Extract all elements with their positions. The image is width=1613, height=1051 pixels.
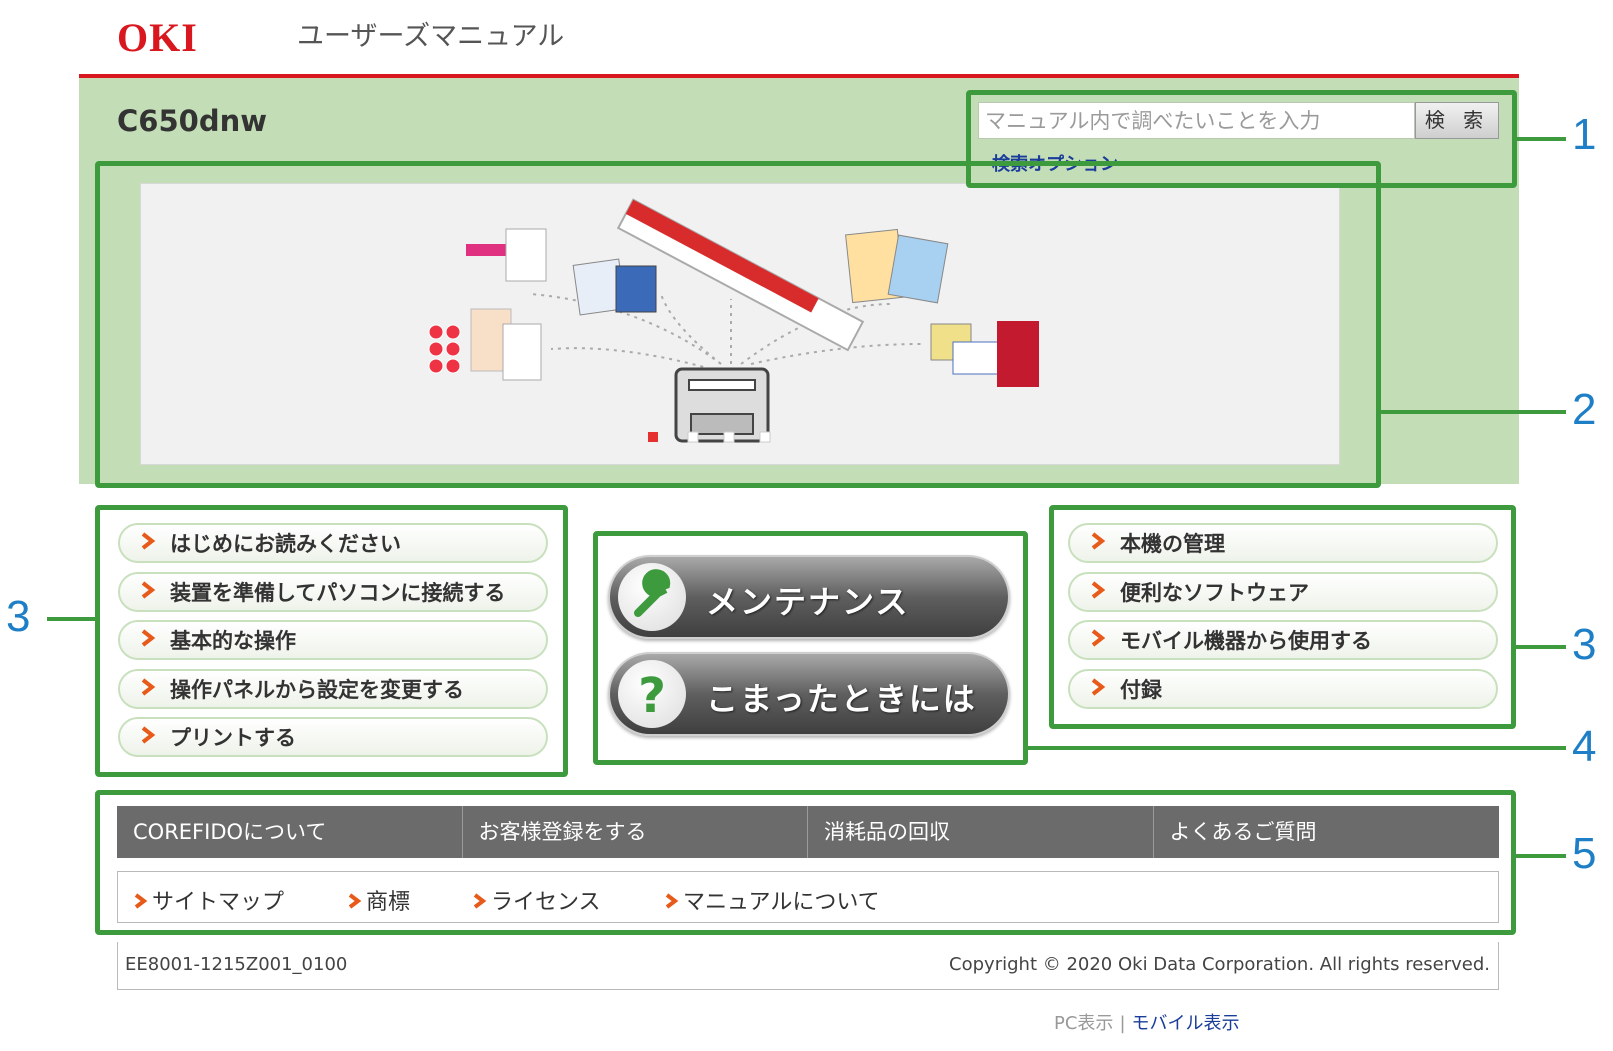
view-separator: | bbox=[1119, 1013, 1126, 1034]
search-input[interactable] bbox=[979, 103, 1414, 138]
model-name: C650dnw bbox=[117, 104, 268, 138]
callout-leader bbox=[1516, 645, 1566, 649]
carousel-dot bbox=[723, 431, 735, 443]
callout-number: 5 bbox=[1572, 829, 1597, 878]
menu-item-device-management[interactable]: 本機の管理 bbox=[1068, 523, 1498, 563]
menu-item-mobile[interactable]: モバイル機器から使用する bbox=[1068, 620, 1498, 660]
footer-nav-main: COREFIDOについて お客様登録をする 消耗品の回収 よくあるご質問 bbox=[117, 806, 1499, 858]
carousel-dot bbox=[759, 431, 771, 443]
search-options-link[interactable]: 検索オプション bbox=[992, 154, 1118, 175]
chevron-right-icon bbox=[1090, 628, 1112, 652]
pc-view-label: PC表示 bbox=[1054, 1013, 1114, 1034]
nav-link-license[interactable]: ライセンス bbox=[473, 884, 601, 916]
question-icon: ? bbox=[618, 660, 686, 728]
chevron-right-icon bbox=[1090, 531, 1112, 555]
callout-leader bbox=[1516, 854, 1566, 858]
printer-icon bbox=[674, 367, 770, 443]
copyright: Copyright © 2020 Oki Data Corporation. A… bbox=[949, 954, 1490, 975]
nav-link-label: 商標 bbox=[366, 890, 411, 915]
menu-item-label: 付録 bbox=[1120, 678, 1162, 702]
maintenance-button[interactable]: メンテナンス bbox=[608, 555, 1010, 639]
site-title: ユーザーズマニュアル bbox=[297, 21, 565, 52]
callout-leader bbox=[1381, 410, 1566, 414]
callout-leader bbox=[47, 617, 95, 621]
chevron-right-icon bbox=[140, 531, 162, 555]
callout-number: 1 bbox=[1572, 110, 1597, 159]
chevron-right-icon bbox=[140, 580, 162, 604]
chevron-right-icon bbox=[665, 890, 681, 915]
menu-item-label: プリントする bbox=[170, 726, 296, 750]
chevron-right-icon bbox=[140, 677, 162, 701]
menu-item-getting-started[interactable]: はじめにお読みください bbox=[118, 523, 548, 563]
menu-item-label: モバイル機器から使用する bbox=[1120, 629, 1372, 653]
menu-item-appendix[interactable]: 付録 bbox=[1068, 669, 1498, 709]
nav-link-corefido[interactable]: COREFIDOについて bbox=[117, 806, 463, 858]
carousel-dot-active bbox=[648, 432, 658, 442]
chevron-right-icon bbox=[140, 725, 162, 749]
menu-item-print[interactable]: プリントする bbox=[118, 717, 548, 757]
menu-item-label: はじめにお読みください bbox=[170, 532, 401, 556]
callout-leader bbox=[1028, 746, 1566, 750]
menu-item-label: 基本的な操作 bbox=[170, 629, 296, 653]
menu-item-label: 便利なソフトウェア bbox=[1120, 581, 1309, 605]
callout-number: 2 bbox=[1572, 385, 1597, 434]
carousel-illustration bbox=[428, 198, 1039, 443]
menu-item-basic-operation[interactable]: 基本的な操作 bbox=[118, 620, 548, 660]
nav-link-sitemap[interactable]: サイトマップ bbox=[134, 884, 284, 916]
chevron-right-icon bbox=[1090, 677, 1112, 701]
menu-item-software[interactable]: 便利なソフトウェア bbox=[1068, 572, 1498, 612]
banner-print-icon bbox=[616, 198, 865, 352]
nav-link-faq[interactable]: よくあるご質問 bbox=[1169, 820, 1317, 844]
mobile-view-link[interactable]: モバイル表示 bbox=[1131, 1013, 1240, 1034]
nav-link-about-manual[interactable]: マニュアルについて bbox=[665, 884, 880, 916]
wrench-icon bbox=[618, 563, 686, 631]
nav-link-recycling[interactable]: 消耗品の回収 bbox=[808, 806, 1154, 858]
view-switcher: PC表示|モバイル表示 bbox=[1054, 1009, 1240, 1035]
carousel-dot bbox=[687, 431, 699, 443]
menu-item-label: 本機の管理 bbox=[1120, 532, 1225, 556]
troubleshooting-button[interactable]: ? こまったときには bbox=[608, 652, 1010, 736]
chevron-right-icon bbox=[1090, 580, 1112, 604]
chevron-right-icon bbox=[473, 890, 489, 915]
nav-link-label: サイトマップ bbox=[152, 890, 285, 915]
search-box bbox=[978, 102, 1415, 139]
chevron-right-icon bbox=[134, 890, 150, 915]
menu-item-label: 装置を準備してパソコンに接続する bbox=[170, 581, 506, 605]
callout-number: 3 bbox=[1572, 620, 1597, 669]
menu-item-setup-connect[interactable]: 装置を準備してパソコンに接続する bbox=[118, 572, 548, 612]
maintenance-label: メンテナンス bbox=[706, 583, 910, 621]
callout-leader bbox=[1517, 137, 1566, 141]
troubleshooting-label: こまったときには bbox=[706, 680, 977, 718]
nav-link-registration[interactable]: お客様登録をする bbox=[463, 806, 808, 858]
footer-nav-sub: サイトマップ 商標 ライセンス マニュアルについて bbox=[117, 871, 1499, 923]
callout-number: 3 bbox=[6, 592, 31, 641]
footer-info: EE8001-1215Z001_0100 Copyright © 2020 Ok… bbox=[117, 942, 1499, 990]
chevron-right-icon bbox=[348, 890, 364, 915]
search-button[interactable]: 検 索 bbox=[1415, 102, 1499, 139]
menu-item-panel-settings[interactable]: 操作パネルから設定を変更する bbox=[118, 669, 548, 709]
nav-link-label: ライセンス bbox=[491, 890, 601, 915]
oki-logo[interactable]: OKI bbox=[117, 15, 198, 60]
feature-carousel[interactable] bbox=[140, 183, 1340, 465]
header-divider bbox=[79, 74, 1519, 78]
menu-item-label: 操作パネルから設定を変更する bbox=[170, 678, 464, 702]
document-id: EE8001-1215Z001_0100 bbox=[125, 954, 348, 975]
svg-text:?: ? bbox=[638, 668, 666, 724]
callout-number: 4 bbox=[1572, 722, 1597, 771]
chevron-right-icon bbox=[140, 628, 162, 652]
nav-link-trademarks[interactable]: 商標 bbox=[348, 884, 410, 916]
nav-link-label: マニュアルについて bbox=[683, 890, 880, 915]
